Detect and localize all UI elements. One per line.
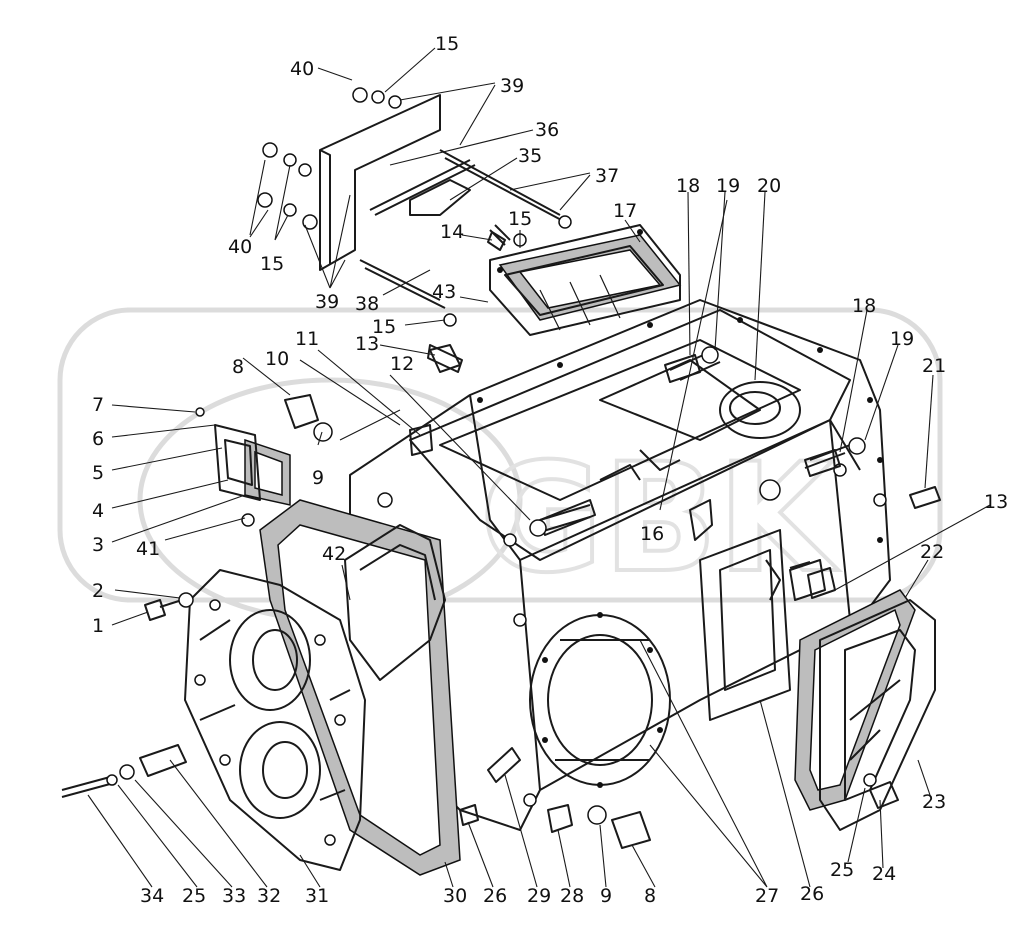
label-16: 16 — [640, 523, 664, 545]
label-18: 18 — [676, 175, 700, 197]
right-cover — [819, 599, 936, 831]
label-7: 7 — [92, 394, 104, 416]
label-25: 25 — [830, 859, 854, 881]
label-18b: 18 — [852, 295, 876, 317]
label-4: 4 — [92, 500, 104, 522]
label-15c: 15 — [508, 208, 532, 230]
label-29: 29 — [527, 885, 551, 907]
label-36: 36 — [535, 119, 559, 141]
label-26: 26 — [800, 883, 824, 905]
label-19: 19 — [716, 175, 740, 197]
label-13: 13 — [355, 333, 379, 355]
part-labels: 40 15 39 36 35 37 40 15 39 38 14 15 43 1… — [92, 33, 1008, 907]
fasteners — [61, 231, 941, 849]
label-39b: 39 — [315, 291, 339, 313]
label-38: 38 — [355, 293, 379, 315]
label-27: 27 — [755, 885, 779, 907]
housing-inner-cover — [344, 524, 446, 681]
label-15: 15 — [435, 33, 459, 55]
label-24: 24 — [872, 863, 896, 885]
label-32: 32 — [257, 885, 281, 907]
label-10: 10 — [265, 348, 289, 370]
label-9: 9 — [312, 467, 324, 489]
label-17: 17 — [613, 200, 637, 222]
label-31: 31 — [305, 885, 329, 907]
watermark-text: GBK — [480, 432, 838, 606]
label-28: 28 — [560, 885, 584, 907]
label-21: 21 — [922, 355, 946, 377]
label-5: 5 — [92, 462, 104, 484]
label-26b: 26 — [483, 885, 507, 907]
label-40: 40 — [290, 58, 314, 80]
label-42: 42 — [322, 543, 346, 565]
label-40b: 40 — [228, 236, 252, 258]
label-8: 8 — [232, 356, 244, 378]
label-33: 33 — [222, 885, 246, 907]
label-25b: 25 — [182, 885, 206, 907]
label-22: 22 — [920, 541, 944, 563]
label-19b: 19 — [890, 328, 914, 350]
main-housing — [349, 299, 891, 831]
right-gasket — [794, 589, 916, 811]
front-cover — [184, 569, 366, 871]
label-37: 37 — [595, 165, 619, 187]
label-34: 34 — [140, 885, 164, 907]
label-39: 39 — [500, 75, 524, 97]
label-13b: 13 — [984, 491, 1008, 513]
label-30: 30 — [443, 885, 467, 907]
label-2: 2 — [92, 580, 104, 602]
label-23: 23 — [922, 791, 946, 813]
label-35: 35 — [518, 145, 542, 167]
label-9b: 9 — [600, 885, 612, 907]
label-6: 6 — [92, 428, 104, 450]
label-20: 20 — [757, 175, 781, 197]
label-1: 1 — [92, 615, 104, 637]
label-14: 14 — [440, 221, 464, 243]
label-43: 43 — [432, 281, 456, 303]
left-cover — [195, 344, 461, 527]
label-15b: 15 — [260, 253, 284, 275]
label-12: 12 — [390, 353, 414, 375]
leader-lines — [87, 47, 991, 888]
label-3: 3 — [92, 534, 104, 556]
label-15d: 15 — [372, 316, 396, 338]
label-11: 11 — [295, 328, 319, 350]
label-41: 41 — [136, 538, 160, 560]
top-cover — [489, 224, 682, 336]
label-8b: 8 — [644, 885, 656, 907]
